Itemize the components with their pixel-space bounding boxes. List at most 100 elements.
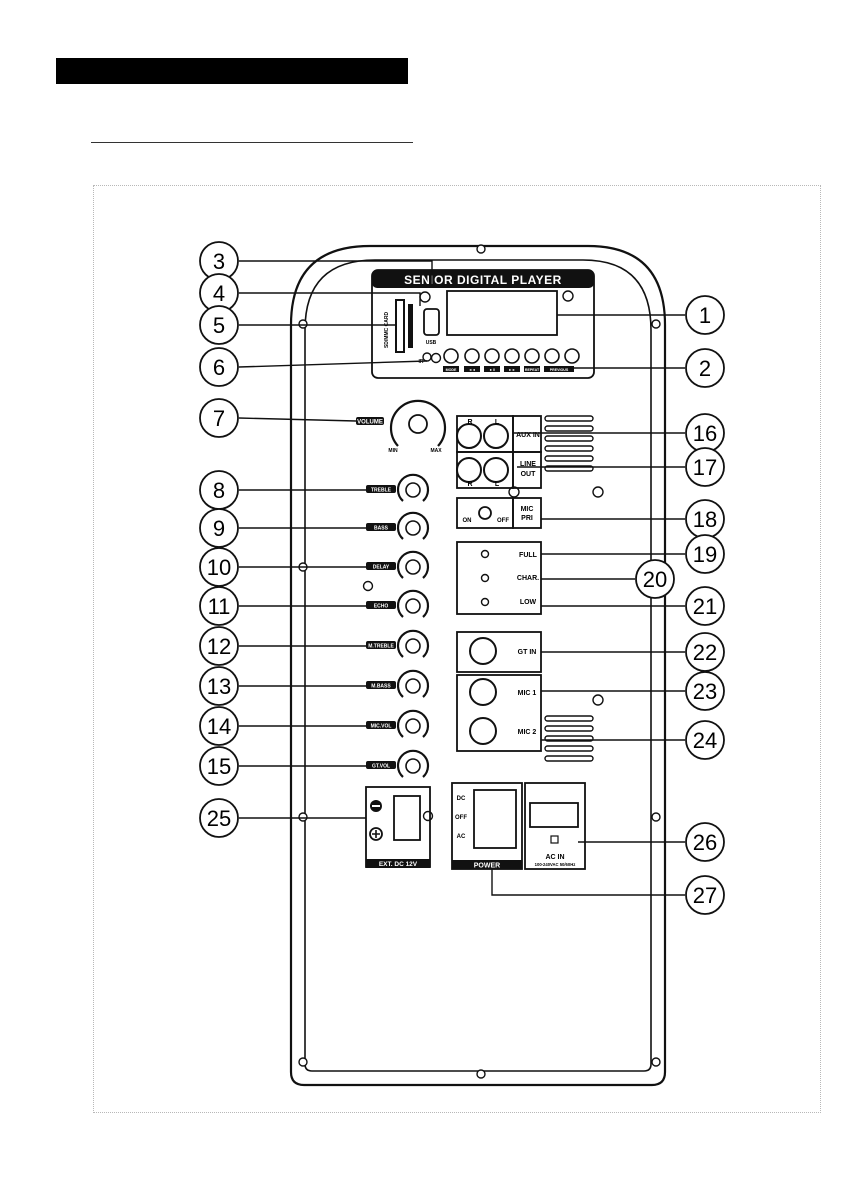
- player-button-label: ◄◄: [468, 368, 475, 372]
- callout-2: 2: [685, 348, 725, 388]
- callout-21: 21: [685, 586, 725, 626]
- screw: [651, 812, 661, 822]
- knob-label: M.BASS: [371, 684, 391, 690]
- callout-26: 26: [685, 822, 725, 862]
- player-button-label: ►►: [508, 368, 515, 372]
- callout-9: 9: [199, 508, 239, 548]
- aux-in-label: AUX IN: [516, 432, 540, 439]
- callout-1: 1: [685, 295, 725, 335]
- power-switch-panel: POWER DC OFF AC: [451, 782, 523, 870]
- callout-number: 15: [207, 754, 231, 779]
- callout-markers: 1234567891011121314151617181920212223242…: [199, 241, 725, 915]
- callout-number: 11: [208, 594, 231, 619]
- knob-4: ECHO: [239, 589, 430, 618]
- svg-text:R: R: [467, 419, 472, 426]
- callout-20: 20: [635, 559, 675, 599]
- svg-text:AC: AC: [457, 834, 466, 840]
- player-button: [484, 348, 500, 364]
- svg-text:OFF: OFF: [497, 518, 509, 524]
- svg-text:EXT. DC 12V: EXT. DC 12V: [379, 861, 418, 868]
- charge-led: [480, 573, 490, 583]
- callout-16: 16: [685, 413, 725, 453]
- knob-label: MIC.VOL: [371, 724, 392, 730]
- screw: [298, 1057, 308, 1067]
- player-button-label-strip: [443, 366, 574, 372]
- knob-3: DELAY: [239, 550, 430, 579]
- mic2-jack: [469, 717, 497, 745]
- player-button-label: MODE: [446, 368, 457, 372]
- full-led: [480, 549, 490, 559]
- svg-text:MIC 1: MIC 1: [518, 690, 537, 697]
- aux-in-panel: R L AUX IN: [456, 415, 542, 453]
- svg-text:CHAR.: CHAR.: [517, 575, 539, 582]
- screw: [508, 486, 520, 498]
- volume-max-label: MAX: [430, 448, 442, 454]
- callout-number: 8: [213, 478, 225, 503]
- callout-number: 27: [693, 883, 717, 908]
- svg-text:OFF: OFF: [455, 815, 467, 821]
- callout-number: 22: [693, 640, 717, 665]
- plus-terminal: [369, 827, 383, 841]
- battery-indicator-panel: FULL CHAR. LOW: [456, 541, 542, 615]
- svg-text:MIC: MIC: [521, 506, 534, 513]
- usb-port: [423, 308, 440, 336]
- player-button-label: ►II: [489, 368, 495, 372]
- low-led: [480, 597, 490, 607]
- callout-number: 5: [213, 313, 225, 338]
- screw: [298, 319, 308, 329]
- line-out-jack-l: [483, 457, 509, 483]
- screw: [592, 486, 604, 498]
- knob-label: M.TREBLE: [368, 644, 394, 650]
- screw: [592, 694, 604, 706]
- guitar-input-panel: GT IN: [456, 631, 542, 673]
- player-button: [544, 348, 560, 364]
- callout-number: 6: [213, 355, 225, 380]
- volume-label: VOLUME: [357, 420, 383, 426]
- svg-text:POWER: POWER: [474, 863, 500, 870]
- screws: [298, 244, 661, 1079]
- sd-card-label: SD/MMC CARD: [384, 312, 390, 348]
- callout-number: 4: [213, 281, 225, 306]
- svg-text:MIC 2: MIC 2: [518, 729, 537, 736]
- callout-number: 1: [699, 303, 711, 328]
- cabinet-inner-outline: [304, 259, 652, 1072]
- microphone-input-panel: MIC 1 MIC 2: [456, 674, 542, 752]
- callout-number: 26: [693, 830, 717, 855]
- svg-text:R: R: [467, 481, 472, 488]
- callout-8: 8: [199, 470, 239, 510]
- section-title-bar: [56, 58, 408, 84]
- player-button: [524, 348, 540, 364]
- callout-10: 10: [199, 547, 239, 587]
- knob-label: GT.VOL: [372, 764, 390, 770]
- callout-13: 13: [199, 666, 239, 706]
- svg-text:100-240VAC 50/60Hz: 100-240VAC 50/60Hz: [535, 862, 576, 867]
- knob-5: M.TREBLE: [239, 629, 430, 658]
- lcd-display: [446, 290, 558, 336]
- rotary-knobs: TREBLEBASSDELAYECHOM.TREBLEM.BASSMIC.VOL…: [239, 473, 430, 778]
- ext-dc-panel: EXT. DC 12V: [365, 786, 434, 868]
- screw: [419, 291, 431, 303]
- player-button-label: PREVIOUS: [550, 368, 569, 372]
- callout-24: 24: [685, 720, 725, 760]
- player-button: [564, 348, 580, 364]
- volume-min-label: MIN: [388, 448, 398, 454]
- screw: [362, 580, 374, 592]
- sd-card-slot: [395, 299, 405, 353]
- callout-11: 11: [199, 586, 239, 626]
- leader-lines: [238, 260, 685, 896]
- knob-label: TREBLE: [371, 488, 392, 494]
- callout-17: 17: [685, 447, 725, 487]
- callout-number: 14: [207, 714, 231, 739]
- screw: [476, 244, 486, 254]
- aux-in-jack-r: [456, 423, 482, 449]
- knob-1: TREBLE: [239, 473, 430, 502]
- callout-27: 27: [685, 875, 725, 915]
- callout-19: 19: [685, 534, 725, 574]
- knob-label: ECHO: [374, 604, 389, 610]
- svg-text:L: L: [495, 419, 500, 426]
- mic-priority-switch: ON OFF MIC PRI: [456, 497, 542, 529]
- callout-number: 21: [693, 594, 717, 619]
- screw: [422, 810, 434, 822]
- line-out-label-2: OUT: [521, 471, 537, 478]
- callout-number: 20: [643, 567, 667, 592]
